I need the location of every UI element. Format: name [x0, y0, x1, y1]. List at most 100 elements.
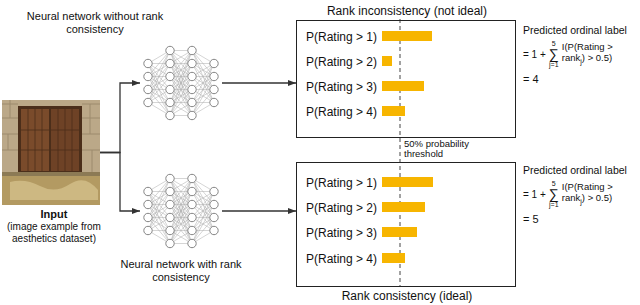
- caption: Input(image example from aesthetics data…: [2, 208, 106, 245]
- network-link: [192, 64, 214, 103]
- network-neuron: [188, 46, 196, 54]
- network-neuron: [188, 213, 196, 221]
- formula-term: = 1 +: [523, 189, 546, 200]
- sum-limit: 5: [552, 40, 556, 47]
- network-neuron: [144, 98, 152, 106]
- caption: Neural network without rank consistency: [25, 10, 165, 36]
- prediction-heading: Predicted ordinal label: [523, 164, 636, 176]
- network-neuron: [166, 111, 174, 119]
- sum-limit: j=1: [549, 61, 559, 68]
- network-neuron: [188, 226, 196, 234]
- formula: = 1 +5∑j=1I(P(Rating > rankj) > 0.5): [523, 40, 636, 68]
- network-neuron: [166, 98, 174, 106]
- row-label: P(Rating > 4): [306, 105, 377, 119]
- network-neuron: [210, 85, 218, 93]
- network-link: [192, 192, 214, 231]
- network-neuron: [144, 59, 152, 67]
- network-neuron: [166, 85, 174, 93]
- sum-symbol: 5∑j=1: [549, 180, 559, 208]
- input-photo-door-frame: [18, 106, 82, 172]
- network-link: [170, 77, 192, 116]
- neural-network-drawing: [144, 46, 218, 119]
- prediction-column: Predicted ordinal label= 1 +5∑j=1I(P(Rat…: [523, 24, 636, 86]
- network-neuron: [210, 213, 218, 221]
- network-link: [192, 192, 214, 231]
- sum-sign: ∑: [549, 47, 559, 61]
- network-neuron: [210, 187, 218, 195]
- network-neuron: [144, 213, 152, 221]
- network-link: [192, 77, 214, 116]
- network-neuron: [188, 174, 196, 182]
- network-label: Neural network with rank consistency: [110, 258, 252, 284]
- network-neuron: [210, 226, 218, 234]
- formula: = 1 +5∑j=1I(P(Rating > rankj) > 0.5): [523, 180, 636, 208]
- probability-box: Rank consistency (ideal)P(Rating > 1)P(R…: [296, 162, 516, 287]
- formula-term: = 1 +: [523, 49, 546, 60]
- caption: Rank consistency (ideal): [297, 289, 517, 303]
- network-neuron: [144, 72, 152, 80]
- network-link: [148, 51, 170, 90]
- input-image: Input(image example from aesthetics data…: [2, 100, 100, 205]
- input-photo-lower-wall: [2, 172, 100, 205]
- network-neuron: [166, 200, 174, 208]
- network-neuron: [144, 187, 152, 195]
- probability-bar: [382, 177, 433, 187]
- network-neuron: [166, 239, 174, 247]
- caption: Neural network with rank consistency: [110, 258, 252, 284]
- sum-sign: ∑: [549, 187, 559, 201]
- row-label: P(Rating > 2): [306, 201, 377, 215]
- subscript: j: [580, 58, 582, 65]
- row-label: P(Rating > 3): [306, 80, 377, 94]
- probability-bar: [382, 227, 417, 237]
- network-neuron: [144, 226, 152, 234]
- predicted-label: = 5: [523, 213, 636, 226]
- row-label: P(Rating > 3): [306, 226, 377, 240]
- indicator-term: I(P(Rating > rankj) > 0.5): [562, 41, 636, 67]
- network-link: [148, 192, 170, 231]
- caption: Rank inconsistency (not ideal): [297, 4, 517, 18]
- network-neuron: [166, 226, 174, 234]
- connector-arrow: [222, 210, 296, 211]
- network-neuron: [188, 111, 196, 119]
- network-neuron: [144, 200, 152, 208]
- predicted-label: = 4: [523, 73, 636, 86]
- neural-network-drawing: [144, 174, 218, 247]
- probability-bar: [382, 31, 432, 41]
- network-link: [148, 192, 170, 231]
- probability-bar: [382, 81, 424, 91]
- network-label: Neural network without rank consistency: [25, 10, 165, 36]
- network-neuron: [210, 59, 218, 67]
- network-neuron: [188, 59, 196, 67]
- box-title: Rank consistency (ideal): [297, 289, 517, 303]
- network-link: [148, 64, 170, 103]
- network-link: [170, 205, 192, 244]
- connector-arrow: [100, 83, 140, 153]
- network-neuron: [166, 46, 174, 54]
- network-neuron: [210, 200, 218, 208]
- sum-symbol: 5∑j=1: [549, 40, 559, 68]
- network-neuron: [166, 187, 174, 195]
- network-neuron: [188, 85, 196, 93]
- neural-network: Neural network with rank consistency: [140, 168, 222, 254]
- row-label: P(Rating > 1): [306, 176, 377, 190]
- network-link: [148, 205, 170, 244]
- box-title: Rank inconsistency (not ideal): [297, 4, 517, 18]
- network-neuron: [166, 59, 174, 67]
- formula-term: ) > 0.5): [582, 192, 612, 203]
- network-neuron: [188, 98, 196, 106]
- input-photo-stones: [2, 100, 100, 172]
- input-photo-patch: [10, 180, 98, 200]
- prediction-column: Predicted ordinal label = 1 +5∑j=1I(P(Rat…: [523, 164, 636, 226]
- network-link: [192, 179, 214, 218]
- network-link: [148, 64, 170, 103]
- network-neuron: [188, 239, 196, 247]
- row-label: P(Rating > 1): [306, 30, 377, 44]
- indicator-term: I(P(Rating > rankj) > 0.5): [562, 181, 636, 207]
- network-link: [148, 77, 170, 116]
- network-link: [192, 51, 214, 90]
- connector-arrow: [100, 153, 140, 212]
- neural-network: Neural network without rank consistency: [140, 40, 222, 126]
- probability-bar: [382, 56, 392, 66]
- probability-bar: [382, 202, 425, 212]
